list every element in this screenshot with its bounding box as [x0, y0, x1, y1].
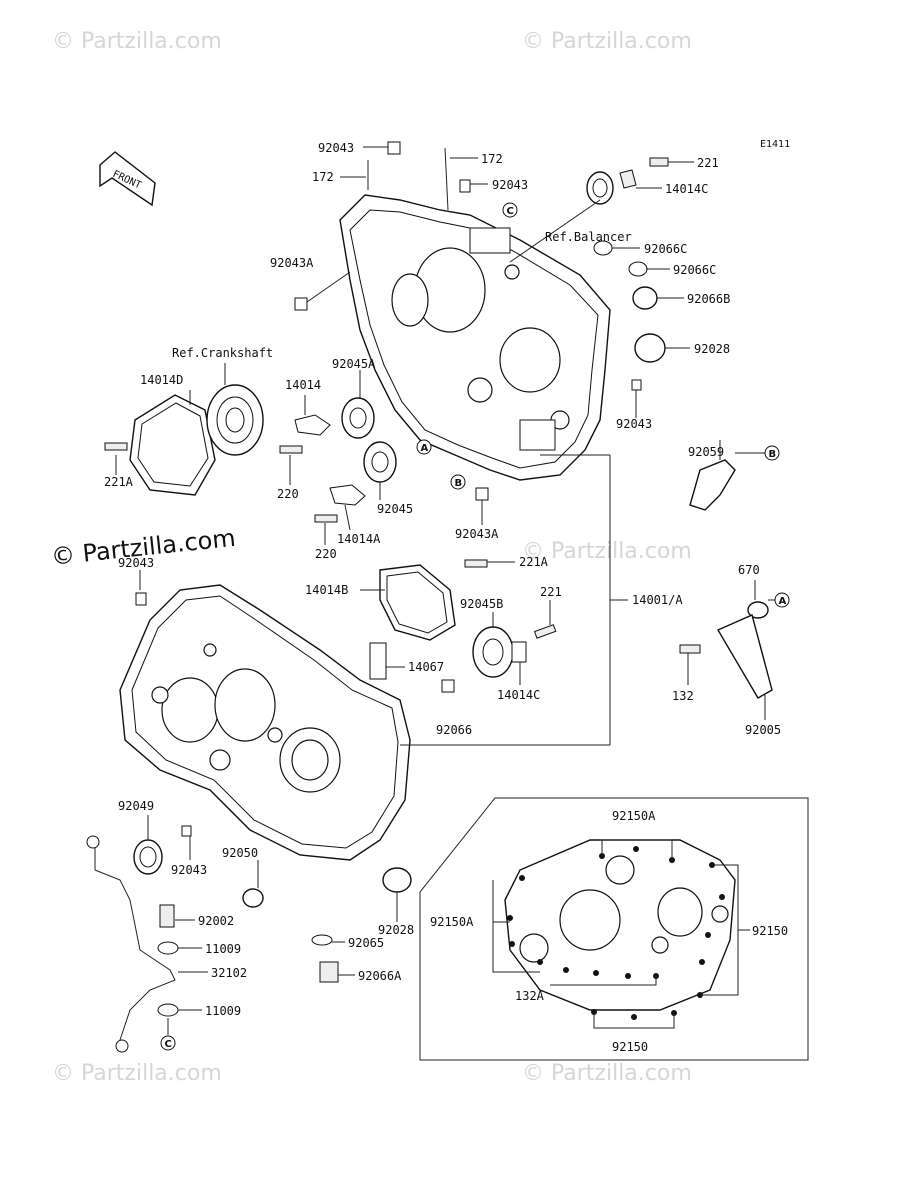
part-label: 14067 — [408, 660, 444, 674]
part-label: 14014 — [285, 378, 321, 392]
svg-text:B: B — [769, 449, 777, 460]
part-label: 14014D — [140, 373, 183, 387]
part-label: 92043 — [171, 863, 207, 877]
ref-circle-c: C — [502, 202, 518, 218]
front-arrow-icon: FRONT — [99, 151, 156, 207]
ref-balancer: Ref.Balancer — [545, 230, 632, 244]
part-label: 14014C — [665, 182, 708, 196]
part-label: 92045 — [377, 502, 413, 516]
part-label: 92066C — [644, 242, 687, 256]
part-label: 172 — [481, 152, 503, 166]
part-label: 92150 — [752, 924, 788, 938]
ref-crankshaft: Ref.Crankshaft — [172, 346, 273, 360]
ref-circle-b-right: B — [764, 445, 780, 461]
dowel-pin — [387, 141, 401, 155]
part-label: 92049 — [118, 799, 154, 813]
part-label: 92066 — [436, 723, 472, 737]
ref-circle-b: B — [450, 474, 466, 490]
part-label: 670 — [738, 563, 760, 577]
watermark: © Partzilla.com — [522, 1061, 692, 1086]
watermark: © Partzilla.com — [522, 29, 692, 54]
part-label: 92028 — [378, 923, 414, 937]
part-label: 14014C — [497, 688, 540, 702]
part-label: 92043 — [118, 556, 154, 570]
part-label: 92045B — [460, 597, 503, 611]
part-label: 92066B — [687, 292, 730, 306]
part-92059 — [689, 459, 736, 511]
part-label: 132A — [515, 989, 545, 1003]
watermark: © Partzilla.com — [52, 29, 222, 54]
part-label: 92002 — [198, 914, 234, 928]
clutch-cover-inset — [419, 797, 809, 1061]
part-label: 92043A — [270, 256, 314, 270]
watermark: © Partzilla.com — [52, 1061, 222, 1086]
part-label: 92150 — [612, 1040, 648, 1054]
part-label: 172 — [312, 170, 334, 184]
part-label: 92066C — [673, 263, 716, 277]
watermark: © Partzilla.com — [522, 539, 692, 564]
svg-text:C: C — [165, 1039, 172, 1050]
part-label: 11009 — [205, 1004, 241, 1018]
part-label: 92150A — [612, 809, 656, 823]
part-label: 132 — [672, 689, 694, 703]
diagram-code: E1411 — [760, 139, 790, 150]
part-label: 221 — [697, 156, 719, 170]
crankcase-left-half — [119, 584, 411, 861]
part-labels: 92043 172 172 92043 221 14014C 92066C 92… — [104, 141, 788, 1054]
svg-text:B: B — [455, 478, 463, 489]
part-label: 92028 — [694, 342, 730, 356]
part-label: 92045A — [332, 357, 376, 371]
part-label: 92050 — [222, 846, 258, 860]
part-label: 14014A — [337, 532, 381, 546]
svg-text:A: A — [421, 443, 429, 454]
part-label: 221A — [519, 555, 549, 569]
part-label: 92005 — [745, 723, 781, 737]
part-label: 92066A — [358, 969, 402, 983]
part-label: 220 — [315, 547, 337, 561]
part-label: 220 — [277, 487, 299, 501]
part-label: 92150A — [430, 915, 474, 929]
part-label: 92043 — [318, 141, 354, 155]
part-label: 92043 — [492, 178, 528, 192]
part-label: 221A — [104, 475, 134, 489]
part-label: 11009 — [205, 942, 241, 956]
svg-text:C: C — [507, 206, 514, 217]
part-label: 92065 — [348, 936, 384, 950]
ref-circle-c-bottom: C — [160, 1035, 176, 1051]
ref-circle-a: A — [416, 439, 432, 455]
crankcase-right-half — [339, 194, 611, 481]
leader-lines — [115, 146, 775, 1035]
part-label: 221 — [540, 585, 562, 599]
part-label: 92059 — [688, 445, 724, 459]
part-label: 32102 — [211, 966, 247, 980]
ref-circle-a-right: A — [774, 592, 790, 608]
part-92005 — [716, 614, 773, 699]
part-label: 14001/A — [632, 593, 683, 607]
svg-text:A: A — [779, 596, 787, 607]
part-label: 92043 — [616, 417, 652, 431]
part-label: 14014B — [305, 583, 348, 597]
part-label: 92043A — [455, 527, 499, 541]
